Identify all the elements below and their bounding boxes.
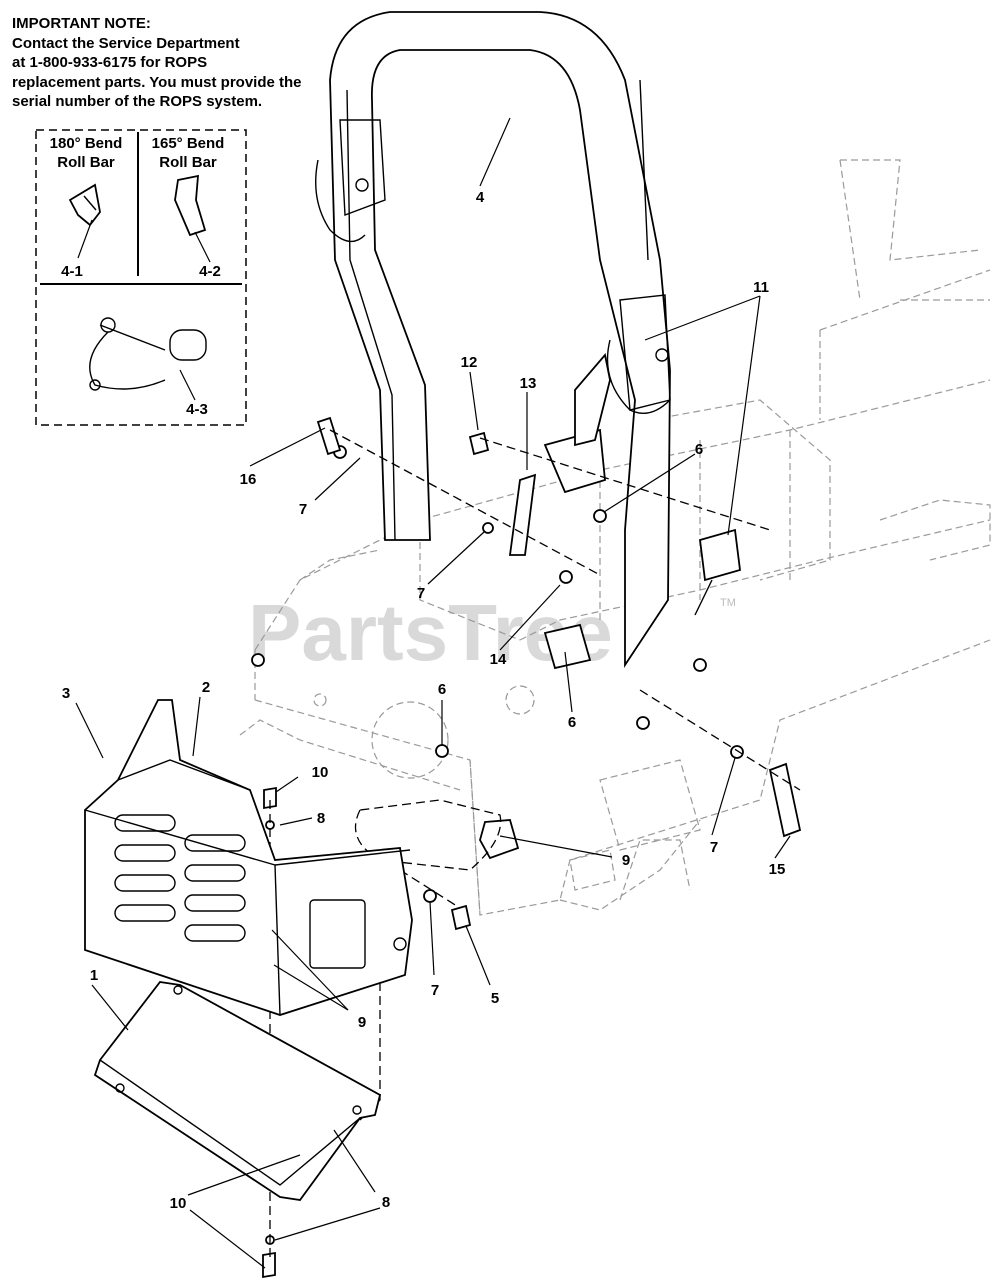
callout-7: 7 (417, 585, 425, 602)
callout-10: 10 (170, 1195, 187, 1212)
callout-10: 10 (312, 764, 329, 781)
callout-12: 12 (461, 354, 478, 371)
callout-13: 13 (520, 375, 537, 392)
callout-7: 7 (299, 501, 307, 518)
mower-frame-ghost (239, 159, 991, 916)
callout-7: 7 (431, 982, 439, 999)
callout-3: 3 (62, 685, 70, 702)
callout-6: 6 (438, 681, 446, 698)
callout-14: 14 (490, 651, 507, 668)
leader-lines (75, 117, 791, 1269)
callout-2: 2 (202, 679, 210, 696)
callout-4-1: 4-1 (61, 263, 83, 280)
seat-belt (508, 353, 741, 616)
inset-right-heading-1: 165° Bend (152, 135, 225, 152)
trademark: TM (720, 597, 736, 609)
roll-bar (315, 11, 671, 668)
callout-8: 8 (317, 810, 325, 827)
inset-left-heading-2: Roll Bar (57, 154, 115, 171)
callout-1: 1 (90, 967, 98, 984)
callout-4: 4 (476, 189, 485, 206)
vent-slots (114, 814, 246, 942)
inset-box: 180° Bend Roll Bar 165° Bend Roll Bar 4-… (35, 129, 247, 426)
note-line: at 1-800-933-6175 for ROPS (12, 54, 208, 71)
callout-5: 5 (491, 990, 499, 1007)
callout-7: 7 (710, 839, 718, 856)
callout-6: 6 (568, 714, 576, 731)
important-note: IMPORTANT NOTE: Contact the Service Depa… (12, 14, 342, 112)
callout-8: 8 (382, 1194, 390, 1211)
bottom-shield (93, 981, 382, 1201)
callout-4-2: 4-2 (199, 263, 221, 280)
callout-6: 6 (695, 441, 703, 458)
inset-right-heading-2: Roll Bar (159, 154, 217, 171)
callouts: 1 2 3 4 5 6 6 6 7 7 7 7 8 8 8 9 9 10 10 … (62, 189, 786, 1212)
callout-4-3: 4-3 (186, 401, 208, 418)
inset-left-heading-1: 180° Bend (50, 135, 123, 152)
note-line: serial number of the ROPS system. (12, 93, 263, 110)
callout-9: 9 (358, 1014, 366, 1031)
note-line: replacement parts. You must provide the (12, 73, 302, 91)
callout-11: 11 (753, 279, 769, 296)
note-heading: IMPORTANT NOTE: (12, 15, 151, 32)
callout-9: 9 (622, 852, 630, 869)
callout-15: 15 (769, 861, 786, 878)
note-line: Contact the Service Department (12, 34, 240, 52)
console-panel (84, 699, 413, 1016)
callout-16: 16 (240, 471, 257, 488)
